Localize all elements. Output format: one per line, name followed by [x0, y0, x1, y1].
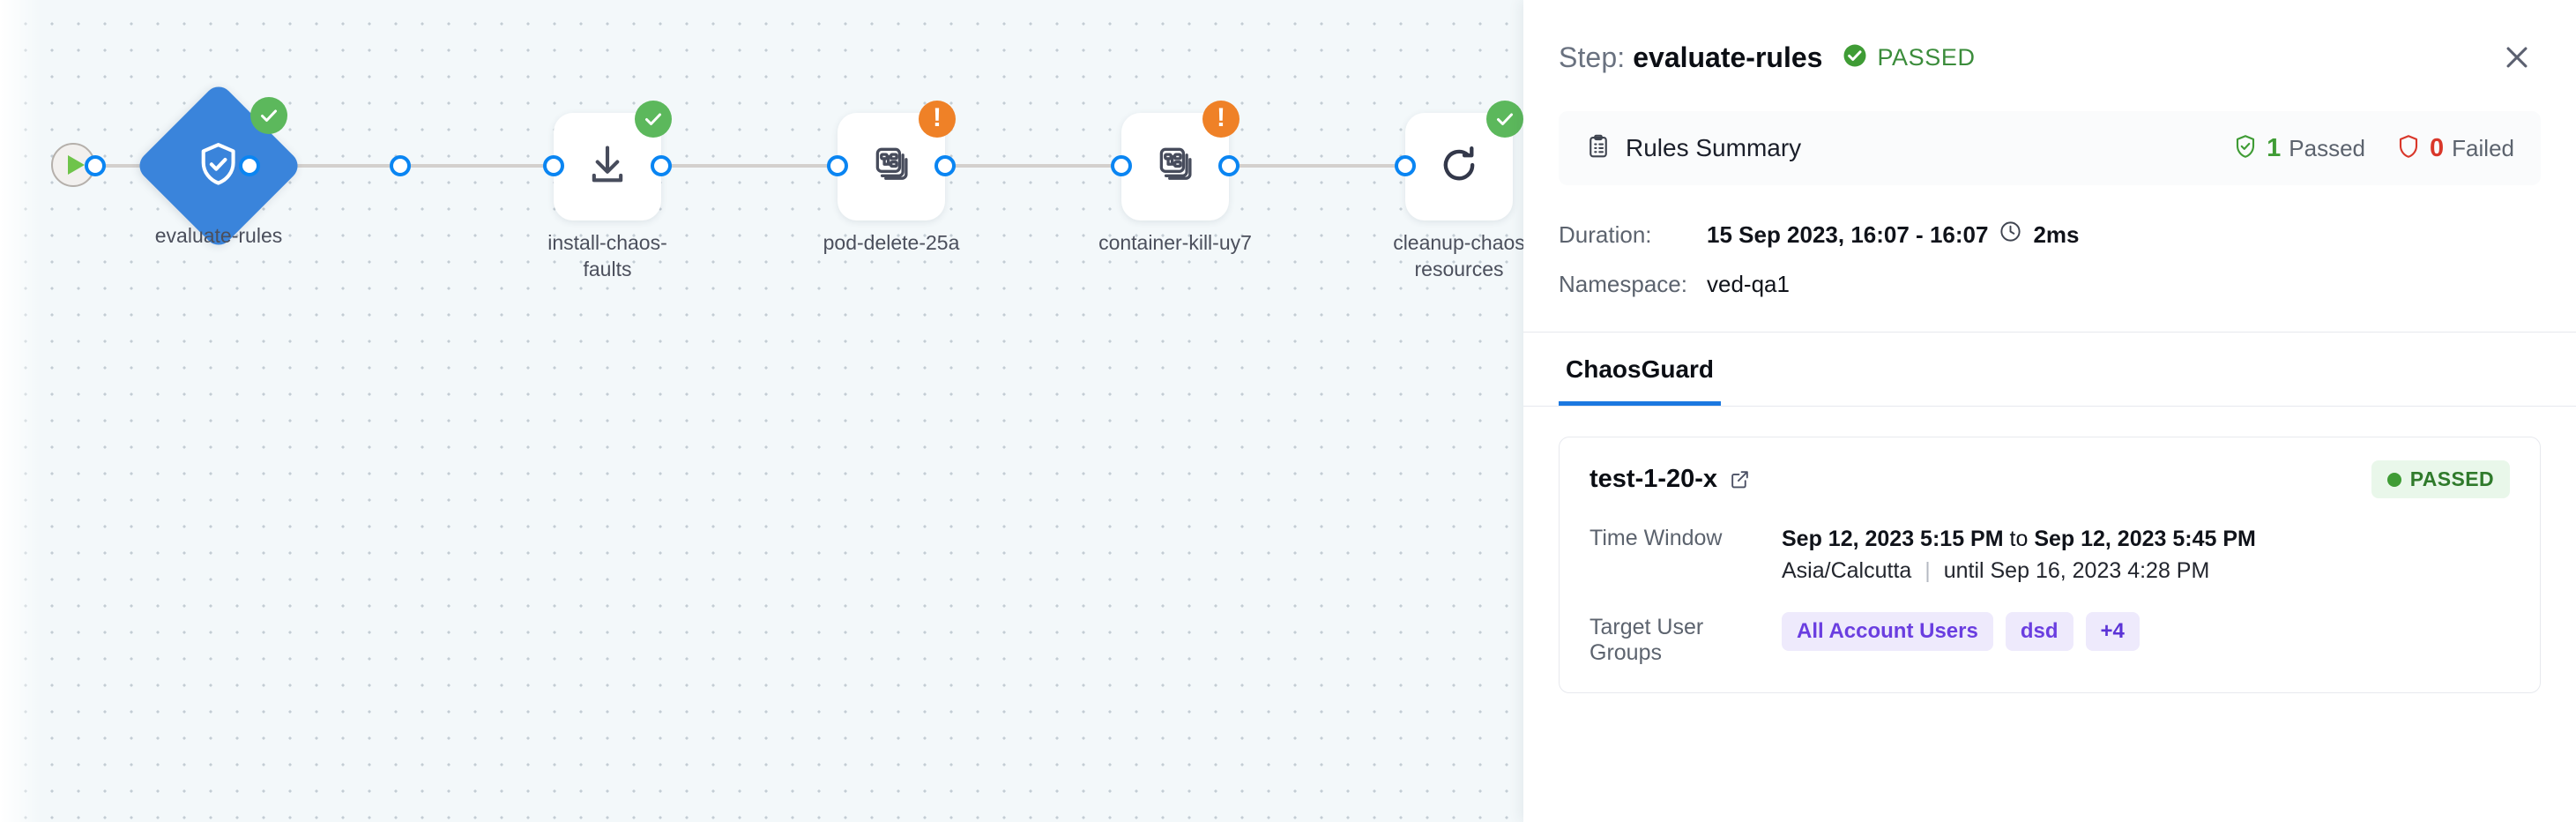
port-pod-delete-out[interactable]: [934, 155, 956, 176]
edge-start-to-evaluate: [88, 164, 185, 168]
separator: |: [1925, 558, 1931, 584]
node-shape-diamond: [133, 80, 304, 251]
tab-chaosguard[interactable]: ChaosGuard: [1559, 333, 1722, 406]
panel-header: Step: evaluate-rules PASSED: [1523, 0, 2576, 81]
rule-status-badge: PASSED: [2371, 460, 2510, 498]
close-icon[interactable]: [2493, 34, 2541, 81]
check-circle-icon: [1842, 42, 1868, 73]
duration-elapsed: 2ms: [2033, 220, 2080, 248]
node-container-kill-uy7[interactable]: ! container-kill-uy7: [1098, 101, 1252, 254]
refresh-icon: [1436, 142, 1482, 192]
status-badge-warning: !: [1202, 101, 1240, 138]
edge-pod-delete-to-container-kill: [954, 164, 1121, 168]
namespace-value: ved-qa1: [1707, 270, 1790, 297]
rules-failed-count: 0: [2430, 133, 2445, 162]
panel-title-prefix: Step:: [1559, 41, 1626, 73]
rules-summary-heading: Rules Summary: [1585, 133, 1801, 164]
rules-passed-count: 1: [2267, 133, 2282, 162]
clipboard-icon: [1585, 133, 1612, 164]
port-container-kill-in[interactable]: [1111, 155, 1132, 176]
pipeline-row: evaluate-rules install-chaos- faults: [0, 80, 1523, 280]
duration-label: Duration:: [1559, 220, 1652, 248]
time-window-join: to: [2009, 527, 2029, 551]
status-badge-success: [635, 101, 672, 138]
rules-failed-label: Failed: [2452, 134, 2514, 161]
rules-summary-card: Rules Summary 1 Passed: [1559, 111, 2541, 185]
node-cleanup-chaos-resources[interactable]: cleanup-chaos resources: [1393, 101, 1523, 280]
time-window-start: Sep 12, 2023 5:15 PM: [1782, 527, 2004, 551]
node-pod-delete-25a[interactable]: ! pod-delete-25a: [823, 101, 959, 254]
pipeline-canvas[interactable]: evaluate-rules install-chaos- faults: [0, 0, 1523, 822]
edge-install-to-pod-delete: [670, 164, 838, 168]
rules-passed-stat: 1 Passed: [2232, 133, 2365, 164]
duration-row: Duration: 15 Sep 2023, 16:07 - 16:07 2ms: [1559, 210, 2541, 259]
time-window-until: until Sep 16, 2023 4:28 PM: [1943, 558, 2210, 584]
shield-icon: [2395, 133, 2422, 164]
edge-container-kill-to-cleanup: [1238, 164, 1405, 168]
rules-failed-stat: 0 Failed: [2395, 133, 2514, 164]
panel-tabs: ChaosGuard: [1523, 333, 2576, 406]
shield-check-icon: [2232, 133, 2259, 164]
namespace-label: Namespace:: [1559, 270, 1687, 297]
time-window-label: Time Window: [1590, 526, 1723, 550]
time-window-timezone: Asia/Calcutta: [1782, 558, 1912, 584]
port-evaluate-in[interactable]: [239, 155, 260, 176]
duration-range: 15 Sep 2023, 16:07 - 16:07: [1707, 220, 1989, 248]
port-install-in[interactable]: [543, 155, 564, 176]
status-dot-icon: [2386, 472, 2401, 487]
rule-name: test-1-20-x: [1590, 465, 1718, 493]
rules-passed-label: Passed: [2289, 134, 2366, 161]
step-meta: Duration: 15 Sep 2023, 16:07 - 16:07 2ms…: [1523, 185, 2576, 309]
step-details-panel: Step: evaluate-rules PASSED: [1523, 0, 2576, 822]
page-title: evaluate-rules: [1633, 41, 1823, 73]
rules-summary-stats: 1 Passed 0 Failed: [2232, 133, 2514, 164]
port-install-out[interactable]: [651, 155, 672, 176]
node-label-evaluate-rules: evaluate-rules: [154, 224, 283, 247]
chaos-experiment-icon: [869, 143, 913, 191]
tabs-underline: [1523, 406, 2576, 407]
panel-divider: [1523, 332, 2576, 333]
user-group-tag[interactable]: All Account Users: [1782, 611, 1993, 651]
node-label-container-kill-uy7: container-kill-uy7: [1098, 231, 1252, 254]
clock-icon: [1999, 220, 2022, 250]
status-badge: PASSED: [1842, 42, 1975, 73]
namespace-row: Namespace: ved-qa1: [1559, 259, 2541, 309]
rules-summary-title: Rules Summary: [1626, 134, 1802, 161]
rule-card-header: test-1-20-x PASSED: [1590, 460, 2510, 498]
node-label-cleanup-chaos-resources: cleanup-chaos resources: [1393, 231, 1523, 281]
status-badge-warning: !: [919, 101, 956, 138]
rule-status-text: PASSED: [2409, 467, 2494, 490]
time-window-row: Time Window Sep 12, 2023 5:15 PM to Sep …: [1590, 523, 2510, 587]
node-evaluate-rules[interactable]: evaluate-rules: [133, 80, 304, 251]
time-window-end: Sep 12, 2023 5:45 PM: [2034, 527, 2256, 551]
exclamation-glyph: !: [1217, 102, 1225, 132]
duration-value: 15 Sep 2023, 16:07 - 16:07 2ms: [1707, 220, 2080, 250]
node-install-chaos-faults[interactable]: install-chaos- faults: [547, 101, 672, 280]
node-label-install-chaos-faults: install-chaos- faults: [547, 231, 667, 281]
user-group-overflow-tag[interactable]: +4: [2085, 611, 2140, 651]
time-window-value: Sep 12, 2023 5:15 PM to Sep 12, 2023 5:4…: [1782, 523, 2256, 587]
port-evaluate-out[interactable]: [390, 155, 411, 176]
play-icon: [67, 155, 85, 175]
node-label-pod-delete-25a: pod-delete-25a: [823, 231, 960, 254]
chaosguard-rule-card: test-1-20-x PASSED Time Window Sep 12, 2…: [1559, 437, 2541, 693]
external-link-icon[interactable]: [1729, 468, 1751, 490]
user-group-tag[interactable]: dsd: [2005, 611, 2073, 651]
chaos-experiment-icon: [1153, 143, 1197, 191]
port-container-kill-out[interactable]: [1218, 155, 1240, 176]
status-badge-success: [1486, 101, 1523, 138]
port-pod-delete-in[interactable]: [827, 155, 848, 176]
exclamation-glyph: !: [933, 102, 942, 132]
status-text: PASSED: [1877, 43, 1976, 71]
shield-check-icon: [193, 138, 244, 194]
port-start-out[interactable]: [85, 155, 106, 176]
target-user-groups-row: Target User Groups All Account Users dsd…: [1590, 611, 2510, 666]
target-user-groups-tags: All Account Users dsd +4: [1782, 611, 2140, 651]
target-user-groups-label: Target User Groups: [1590, 614, 1704, 665]
port-cleanup-in[interactable]: [1395, 155, 1416, 176]
status-badge-success: [250, 97, 287, 134]
download-icon: [584, 142, 630, 192]
